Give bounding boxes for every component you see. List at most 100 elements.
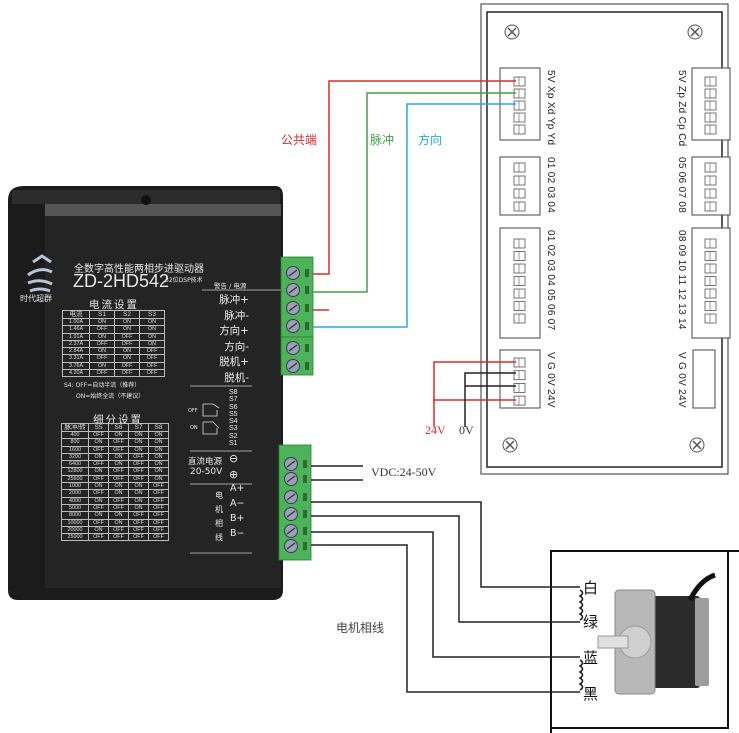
motor-shaft [597, 635, 629, 649]
board-label-in1: 01 02 03 04 [545, 157, 556, 214]
table-cell: ON [148, 430, 169, 440]
driver-knob-icon [141, 195, 151, 205]
24v-label: 24V [425, 423, 446, 437]
common-label: 公共端 [281, 133, 318, 147]
table-cell: ON [148, 452, 169, 462]
table-cell: 12800 [61, 467, 89, 476]
table-cell: ON [88, 482, 109, 491]
table-cell: OFF [108, 438, 129, 447]
table-cell: ON [89, 347, 115, 356]
24v-wire [433, 361, 516, 427]
connector-pin [704, 124, 717, 135]
dip-switch-label: S8 [229, 389, 238, 396]
table-cell: ON [139, 332, 165, 341]
table-cell: OFF [139, 361, 165, 371]
table-cell: ON [148, 438, 169, 447]
table-cell: ON [89, 361, 115, 371]
table-cell: OFF [88, 489, 109, 498]
terminal-socket [303, 493, 307, 501]
screw-cross [505, 440, 515, 450]
dip-switch-label: S1 [229, 440, 238, 448]
connector-pin [513, 188, 526, 199]
current-title: 电流设置 [89, 299, 139, 311]
table-cell: ON [89, 332, 115, 341]
driver-bevel [45, 204, 281, 216]
table-cell: OFF [139, 347, 165, 356]
table-cell: OFF [89, 325, 115, 334]
connector-pin [513, 112, 526, 123]
connector-pin [704, 175, 717, 186]
driver-tech: 32位DSP技术 [165, 277, 203, 284]
connector-pin [513, 288, 526, 299]
dip-on-icon [202, 421, 220, 435]
table-cell: OFF [148, 511, 169, 520]
terminal-socket [303, 460, 307, 468]
board-label-out2: 08 09 10 11 12 13 14 [676, 230, 687, 330]
table-cell: ON [148, 445, 169, 454]
table-cell: 800 [61, 438, 89, 447]
connector-pin [704, 238, 717, 249]
table-cell: ON [139, 325, 165, 334]
table-cell: ON [108, 482, 129, 491]
vdc-label: VDC:24-50V [371, 465, 437, 479]
minus-terminal-symbol: ⊖ [229, 452, 239, 465]
connector-pin [513, 301, 526, 311]
board-label-out1: 05 06 07 08 [676, 157, 687, 214]
table-cell: OFF [148, 533, 169, 542]
table-cell: ON [148, 474, 169, 484]
table-cell: OFF [128, 511, 149, 520]
table-cell: OFF [108, 503, 129, 513]
dip-off-icon [202, 403, 220, 417]
table-cell: 400 [61, 430, 89, 440]
table-cell: ON [108, 452, 129, 462]
screw-slot [286, 542, 296, 550]
table-cell: ON [108, 518, 129, 527]
0v-wire [464, 372, 516, 427]
screw-cross [507, 27, 517, 37]
terminal-a-plus: A+ [230, 483, 245, 494]
wire-color-green: 绿 [583, 615, 599, 631]
phase-char-4: 线 [215, 533, 223, 542]
connector-pin [513, 175, 526, 186]
header-cell: S1 [89, 310, 115, 319]
dip-switch-label: S2 [229, 432, 238, 440]
table-cell: OFF [108, 496, 129, 505]
connector-pin [704, 263, 717, 274]
motor-phase-label: 电机相线 [336, 621, 385, 635]
screw-slot [288, 362, 298, 370]
table-cell: ON [128, 503, 149, 513]
table-cell: ON [139, 317, 165, 327]
screw-slot [288, 304, 298, 312]
motor-rear-cap [695, 598, 709, 686]
signal-header: 警告 / 电源 [214, 282, 247, 290]
table-cell: 4.20A [62, 369, 90, 378]
screw-slot [288, 322, 298, 330]
table-cell: 8000 [61, 511, 89, 520]
connector-pin [513, 263, 526, 274]
header-cell: S7 [128, 423, 149, 432]
table-cell: 2.84A [62, 347, 90, 356]
terminal-socket [305, 286, 309, 294]
connector-pin [513, 100, 526, 111]
terminal-socket [305, 304, 309, 312]
header-cell: S6 [108, 423, 129, 432]
table-cell: 1.00A [62, 317, 90, 327]
brand-logo-icon [27, 254, 53, 293]
header-cell: S2 [114, 310, 140, 319]
dc-range-label: 20-50V [190, 467, 223, 477]
table-cell: OFF [88, 430, 109, 440]
terminal-a-minus: A− [230, 498, 245, 509]
